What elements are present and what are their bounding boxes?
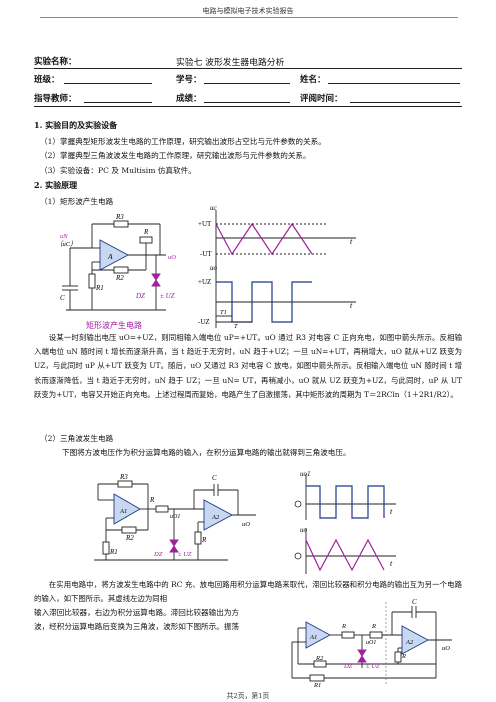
score-field[interactable] — [204, 92, 290, 103]
fig2-label-R3: R3 — [119, 473, 128, 481]
rule-2 — [34, 106, 462, 107]
fig2-label-R: R — [149, 496, 155, 504]
class-field[interactable] — [64, 73, 152, 84]
practical-line-2: 波，经积分运算电路后变换为三角波，波形如下图所示。振荡 — [34, 622, 240, 631]
fig2-label-uO: uO — [242, 521, 250, 528]
label-UZ: ± UZ — [160, 292, 175, 300]
section1-title: 1. 实验目的及实验设备 — [34, 120, 118, 130]
label-DZ: DZ — [135, 292, 145, 300]
fig3-label-R: R — [371, 623, 376, 630]
plus-UT-label: +UT — [198, 220, 212, 228]
rect-wave-explanation: 设某一时刻输出电压 uO=+UZ，则同相输入端电位 uP=+UT。uO 通过 R… — [34, 333, 462, 399]
subsection-triangle-wave: （2）三角波发生电路 — [40, 434, 114, 443]
label-A: A — [107, 252, 113, 261]
review-time-label: 评阅时间： — [300, 93, 343, 103]
t-axis-label-4: t — [390, 559, 393, 568]
square-wave-circuit: R3 R uN （uC） C A R2 R1 uO DZ ± UZ 矩形波产生电… — [56, 213, 176, 330]
student-id-label: 学号： — [176, 74, 202, 84]
label-R: R — [143, 228, 149, 236]
label-R1: R1 — [95, 284, 104, 292]
T-label: T — [234, 323, 238, 330]
score-label: 成绩： — [176, 93, 202, 103]
t-axis-label-2: t — [350, 301, 353, 310]
fig3-label-A2: A2 — [405, 639, 414, 646]
name-field[interactable] — [328, 73, 460, 84]
objective-2: （2）掌握典型三角波波发生电路的工作原理，研究输出波形与元件参数的关系。 — [40, 151, 311, 160]
fig3-label-R2: R2 — [315, 655, 324, 662]
fig2-label-UZ: ± UZ — [178, 551, 192, 558]
minus-UT-label: -UT — [200, 250, 212, 258]
fig2-label-A2: A2 — [211, 514, 220, 521]
square-wave-waveforms: uc +UT -UT t uo +UZ -UZ t T1 T — [198, 204, 356, 330]
label-C: C — [60, 294, 65, 302]
advisor-label: 指导教师： — [34, 93, 77, 103]
page-footer: 共2页，第1页 — [226, 692, 270, 700]
fig3-label-R1: R1 — [313, 682, 321, 688]
fig3-label-uO1: uO1 — [366, 640, 376, 646]
uc-axis-label: uc — [210, 204, 218, 212]
fig2-label-A1: A1 — [119, 508, 127, 515]
objective-3: （3）实验设备：PC 及 Multisim 仿真软件。 — [40, 166, 196, 175]
review-time-field[interactable] — [350, 92, 460, 103]
label-uO: uO — [168, 254, 176, 261]
header-rule — [40, 17, 458, 18]
uo-axis-label-2: uo — [300, 526, 308, 534]
fig3-label-A1: A1 — [309, 634, 317, 641]
class-label: 班级： — [34, 74, 60, 84]
fig2-label-uO1: uO1 — [170, 514, 180, 520]
label-uN: uN — [60, 233, 68, 240]
plus-UZ-label: +UZ — [198, 278, 211, 286]
uo1-axis-label: uo1 — [300, 470, 311, 478]
advisor-field[interactable] — [84, 92, 152, 103]
figure-caption: 矩形波产生电路 — [86, 320, 142, 330]
label-R3: R3 — [115, 213, 124, 221]
t-axis-label-1: t — [350, 237, 353, 246]
fig3-label-C: C — [412, 598, 417, 606]
label-R2: R2 — [115, 274, 124, 282]
practical-triangle-circuit: C A1 R uO1 R A2 uO R2 R1 DZ ± UZ R — [291, 598, 452, 688]
fig3-label-uO: uO — [442, 645, 450, 652]
fig2-label-R1: R1 — [109, 548, 118, 556]
label-uC: （uC） — [56, 240, 77, 248]
fig2-label-DZ: DZ — [153, 551, 163, 558]
practical-line-1: 输入滞回比较器，右边为积分运算电路。滞回比较器输出为方 — [34, 608, 240, 617]
fig2-label-R2: R2 — [125, 534, 134, 542]
section2-title: 2. 实验原理 — [34, 180, 78, 190]
name-label: 姓名： — [300, 74, 326, 84]
triangle-intro: 下图将方波电压作为积分运算电路的输入，在积分运算电路的输出就得到三角波电压。 — [62, 448, 351, 457]
fig2-label-C: C — [212, 474, 217, 482]
page-header: 电路与模拟电子技术实验报告 — [202, 7, 294, 15]
T1-label: T1 — [220, 309, 227, 316]
fig2-label-R-ground: R — [201, 536, 207, 544]
integrator-circuit: R3 A1 R uO1 C A2 uO R2 R1 DZ ± UZ R — [94, 473, 256, 561]
student-id-field[interactable] — [204, 73, 290, 84]
t-axis-label-3: t — [390, 507, 393, 516]
triangle-waveforms: uo1 t uo t — [294, 470, 396, 574]
experiment-name: 实验七 波形发生器电路分析 — [176, 58, 285, 68]
uo-axis-label: uo — [210, 264, 218, 272]
rule-1 — [34, 68, 462, 69]
minus-UZ-label: -UZ — [198, 318, 210, 326]
fig3-label-DZ: DZ — [343, 663, 353, 670]
fig3-label-R4: R — [341, 623, 346, 630]
experiment-name-label: 实验名称： — [34, 56, 77, 66]
origin-marker-2 — [294, 552, 302, 560]
fig3-label-UZ: ± UZ — [366, 663, 380, 670]
subsection-rect-wave: （1）矩形波产生电路 — [40, 197, 114, 206]
practical-circuit-intro: 在实用电路中，将方波发生电路中的 RC 充、放电回路用积分运算电路来取代，滞回比… — [34, 580, 462, 604]
fig3-label-R5: R — [401, 653, 406, 660]
origin-marker-1 — [294, 500, 302, 508]
objective-1: （1）掌握典型矩形波发生电路的工作原理，研究输出波形占空比与元件参数的关系。 — [40, 137, 326, 146]
